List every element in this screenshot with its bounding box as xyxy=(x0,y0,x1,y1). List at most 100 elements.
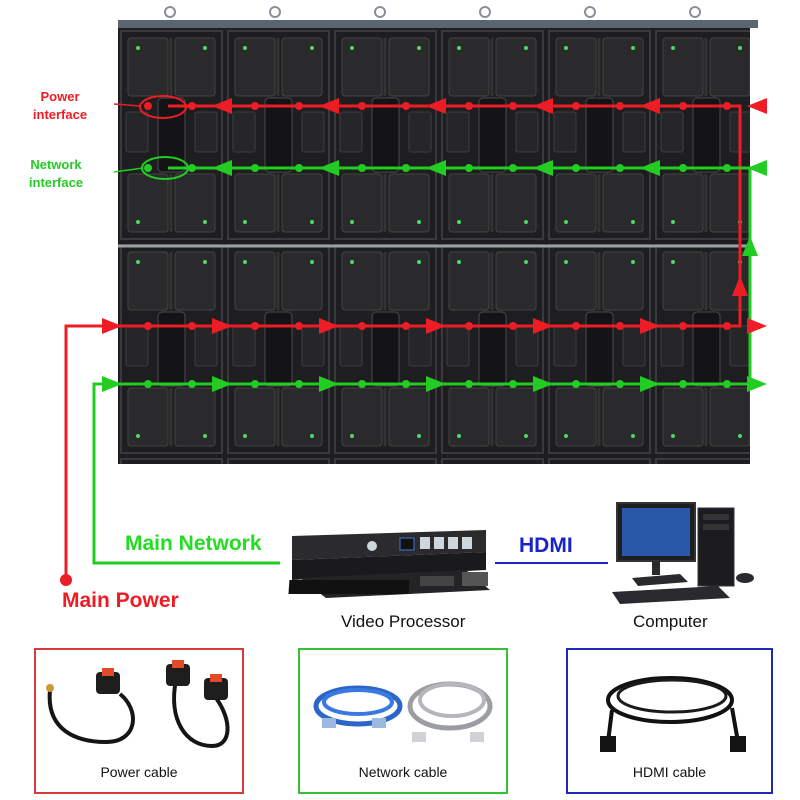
network-cable-box: Network cable xyxy=(298,648,508,794)
network-cable-image xyxy=(313,681,493,742)
power-interface-label: Power interface xyxy=(20,88,100,124)
hdmi-cable-box: HDMI cable xyxy=(566,648,773,794)
network-node xyxy=(679,380,687,388)
hanging-bar xyxy=(118,20,758,28)
power-arrow-left xyxy=(533,98,553,114)
network-node xyxy=(188,164,196,172)
power-arrow-right xyxy=(102,318,122,334)
power-arrow-right xyxy=(212,318,232,334)
power-node xyxy=(402,322,410,330)
network-node xyxy=(616,164,624,172)
network-node xyxy=(402,164,410,172)
network-node xyxy=(144,164,152,172)
network-arrow-left xyxy=(640,160,660,176)
network-arrow-right xyxy=(747,376,767,392)
network-node xyxy=(144,380,152,388)
network-node xyxy=(509,380,517,388)
network-node xyxy=(723,164,731,172)
power-cable-image xyxy=(46,660,230,749)
network-arrow-right xyxy=(426,376,446,392)
hanging-hook xyxy=(689,6,701,18)
power-arrow-up xyxy=(732,276,748,296)
power-node xyxy=(144,322,152,330)
network-arrow-right xyxy=(533,376,553,392)
hanging-hook xyxy=(374,6,386,18)
power-interface-pointer xyxy=(113,103,142,107)
power-node xyxy=(723,102,731,110)
network-cable-caption: Network cable xyxy=(358,764,448,780)
network-node xyxy=(465,164,473,172)
network-node xyxy=(402,380,410,388)
network-node xyxy=(723,380,731,388)
network-node xyxy=(251,380,259,388)
power-node xyxy=(251,102,259,110)
power-arrow-left xyxy=(426,98,446,114)
power-node xyxy=(251,322,259,330)
network-arrow-right xyxy=(212,376,232,392)
network-node xyxy=(188,380,196,388)
network-interface-pointer xyxy=(113,167,144,173)
power-arrow-left xyxy=(319,98,339,114)
power-node xyxy=(358,102,366,110)
hdmi-cable-image xyxy=(600,676,746,752)
power-arrow-right xyxy=(747,318,767,334)
power-arrow-right xyxy=(533,318,553,334)
network-interface-label-line2: interface xyxy=(28,175,84,190)
power-arrow-left xyxy=(640,98,660,114)
power-node xyxy=(188,102,196,110)
power-interface-label-line2: interface xyxy=(32,107,88,122)
power-interface-highlight xyxy=(139,95,187,119)
power-node xyxy=(465,322,473,330)
network-node xyxy=(616,380,624,388)
network-node xyxy=(358,380,366,388)
power-node xyxy=(616,102,624,110)
power-arrow-left xyxy=(212,98,232,114)
video-processor-label: Video Processor xyxy=(341,612,466,631)
hanging-hooks xyxy=(164,6,701,18)
power-node xyxy=(465,102,473,110)
power-node xyxy=(572,102,580,110)
network-node xyxy=(465,380,473,388)
led-wall xyxy=(118,6,758,464)
power-node xyxy=(295,322,303,330)
main-network-label: Main Network xyxy=(125,532,262,555)
network-arrow-left xyxy=(533,160,553,176)
power-node xyxy=(723,322,731,330)
power-arrow-right xyxy=(319,318,339,334)
computer-device xyxy=(612,502,754,604)
network-arrow-right xyxy=(319,376,339,392)
power-node xyxy=(509,322,517,330)
power-node xyxy=(509,102,517,110)
power-node xyxy=(144,102,152,110)
hanging-hook xyxy=(269,6,281,18)
hanging-hook xyxy=(164,6,176,18)
video-processor-device xyxy=(288,530,490,598)
computer-label: Computer xyxy=(633,612,708,631)
power-node xyxy=(358,322,366,330)
power-arrow-right xyxy=(426,318,446,334)
network-interface-label: Network interface xyxy=(16,156,96,192)
power-node xyxy=(679,102,687,110)
power-node xyxy=(616,322,624,330)
power-node xyxy=(572,322,580,330)
power-arrow-left xyxy=(747,98,767,114)
hanging-hook xyxy=(584,6,596,18)
network-node xyxy=(679,164,687,172)
network-node xyxy=(509,164,517,172)
network-node xyxy=(251,164,259,172)
network-arrow-left xyxy=(319,160,339,176)
network-arrow-right xyxy=(640,376,660,392)
power-node xyxy=(402,102,410,110)
network-arrow-up xyxy=(742,236,758,256)
power-node xyxy=(679,322,687,330)
power-node xyxy=(188,322,196,330)
network-arrow-left xyxy=(747,160,767,176)
power-cable-box: Power cable xyxy=(34,648,244,794)
hanging-hook xyxy=(479,6,491,18)
network-arrow-right xyxy=(102,376,122,392)
hdmi-label: HDMI xyxy=(519,534,573,557)
hdmi-cable-caption: HDMI cable xyxy=(632,764,707,780)
power-arrow-right xyxy=(640,318,660,334)
network-node xyxy=(572,380,580,388)
